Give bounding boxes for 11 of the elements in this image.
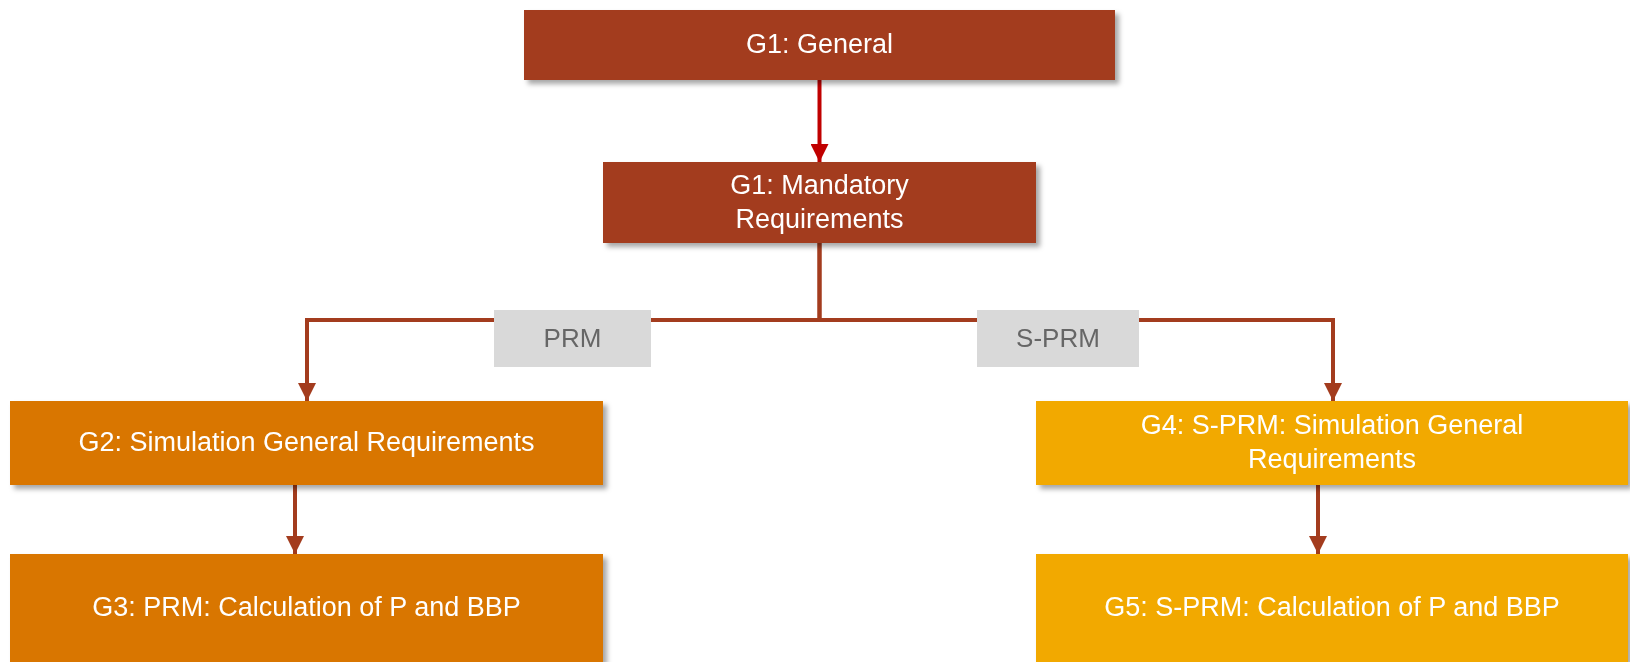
- process-box: G1: General: [524, 10, 1115, 80]
- arrow: [810, 80, 829, 162]
- process-box: G5: S-PRM: Calculation of P and BBP: [1036, 554, 1628, 662]
- process-box: G2: Simulation General Requirements: [10, 401, 603, 485]
- process-box: G4: S-PRM: Simulation General Requirements: [1036, 401, 1628, 485]
- process-box: G1: Mandatory Requirements: [603, 162, 1036, 243]
- arrow: [1309, 485, 1327, 554]
- edge-label: PRM: [494, 310, 651, 367]
- process-box: G3: PRM: Calculation of P and BBP: [10, 554, 603, 662]
- arrow: [286, 485, 304, 554]
- edge-label: S-PRM: [977, 310, 1139, 367]
